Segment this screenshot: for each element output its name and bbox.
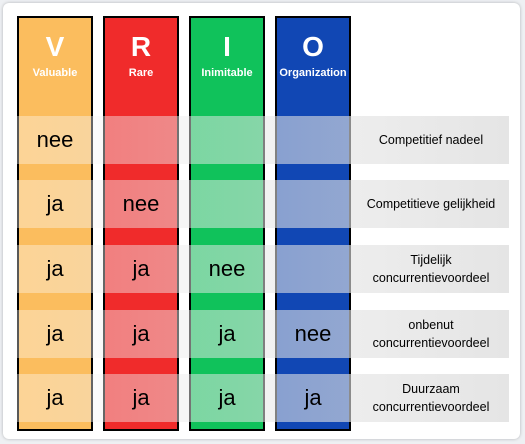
row-cell-organization: ja (304, 385, 322, 410)
row-outcome: onbenut concurrentievoordeel (372, 318, 490, 350)
row-cell-valuable: ja (46, 321, 64, 346)
row-cell-rare: ja (132, 321, 150, 346)
column-letter: O (302, 31, 324, 62)
row-cell-inimitable: ja (218, 321, 236, 346)
table-row (17, 180, 509, 228)
row-cell-rare: nee (122, 191, 160, 216)
table-row (17, 374, 509, 422)
column-letter: R (130, 31, 152, 62)
row-outcome: Duurzaam concurrentievoordeel (372, 382, 490, 414)
row-cell-inimitable: nee (208, 256, 246, 281)
column-word: Inimitable (201, 67, 253, 79)
column-word: Organization (279, 67, 347, 79)
row-cell-rare (103, 116, 179, 164)
column-header: I Inimitable (191, 18, 263, 80)
row-outcome: Competitief nadeel (378, 133, 484, 147)
column-header: V Valuable (19, 18, 91, 80)
table-row (17, 116, 509, 164)
row-cell-rare: ja (132, 256, 150, 281)
row-cell-rare: ja (132, 385, 150, 410)
row-cell-valuable: nee (36, 127, 74, 152)
row-cell-organization (275, 245, 351, 293)
row-cell-inimitable: ja (218, 385, 236, 410)
column-word: Rare (128, 67, 154, 79)
row-cell-valuable: ja (46, 385, 64, 410)
vrio-table: V Valuable R Rare I Inimitable O Organization n… (3, 3, 520, 439)
column-word: Valuable (32, 67, 78, 79)
row-cell-organization (275, 180, 351, 228)
table-row (17, 310, 509, 358)
row-cell-inimitable (189, 180, 265, 228)
row-outcome: Tijdelijk concurrentievoordeel (372, 253, 490, 285)
row-cell-valuable: ja (46, 256, 64, 281)
row-cell-inimitable (189, 116, 265, 164)
column-header: R Rare (105, 18, 177, 80)
column-header: O Organization (277, 18, 349, 80)
table-row (17, 245, 509, 293)
row-cell-organization (275, 116, 351, 164)
row-cell-organization: nee (294, 321, 332, 346)
row-cell-valuable: ja (46, 191, 64, 216)
column-letter: I (223, 31, 231, 62)
column-letter: V (45, 31, 65, 62)
row-outcome: Competitieve gelijkheid (366, 197, 496, 211)
